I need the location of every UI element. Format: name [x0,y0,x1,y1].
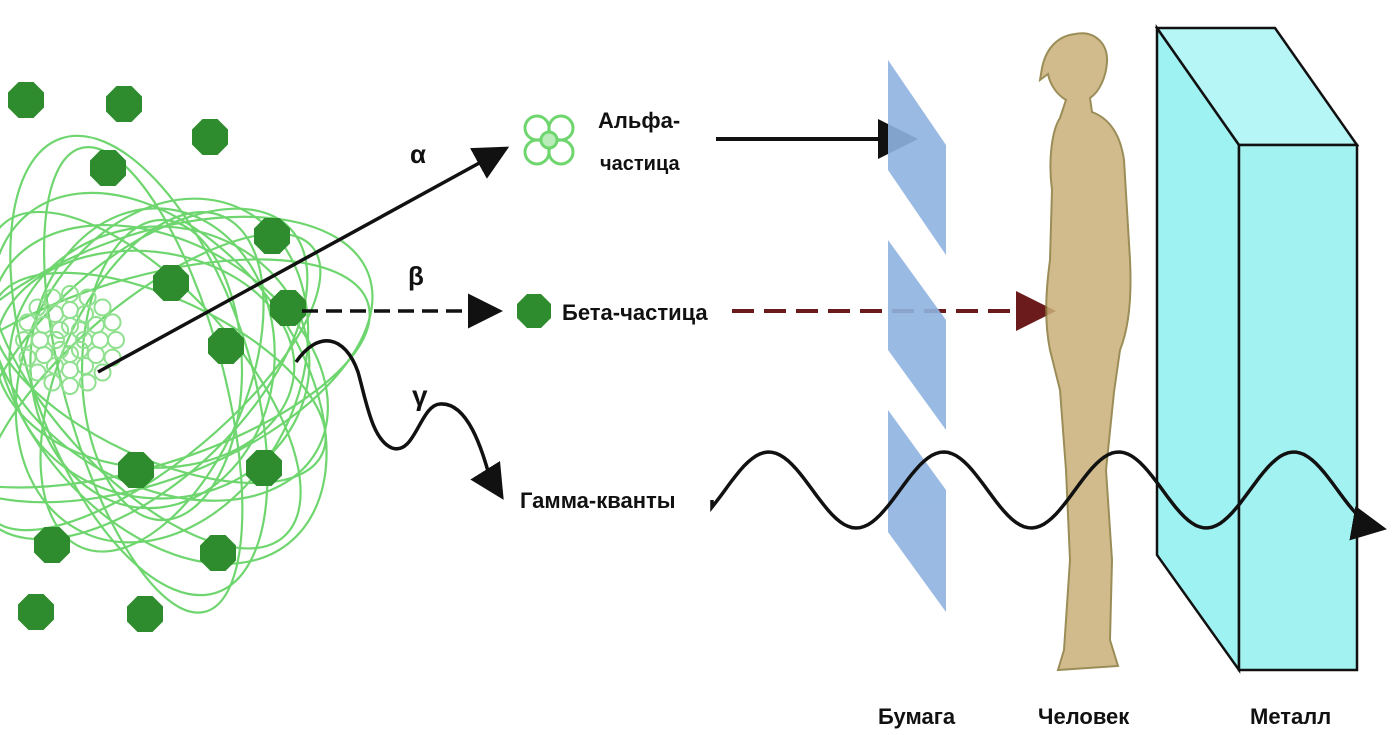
nucleus-particle [127,596,163,632]
alpha-particle-label-line1: Альфа- [598,108,680,133]
gamma-symbol: γ [412,380,428,411]
nucleon [32,332,48,348]
nucleus-particle [200,535,236,571]
nucleon [62,318,78,334]
nucleus-particle [192,119,228,155]
alpha-particle-label-line2: частица [600,153,680,175]
gamma-label: Гамма-кванты [520,488,676,513]
metal-block [1157,28,1357,670]
nucleon [108,332,124,348]
nucleus-core [16,286,124,394]
nucleon [62,286,78,302]
nucleus-particle [90,150,126,186]
nucleus-particle [153,265,189,301]
human-label: Человек [1038,704,1130,729]
nucleon [62,362,78,378]
nucleus-particle [8,82,44,118]
nucleon [62,378,78,394]
nucleon [95,299,111,315]
nucleon [72,342,88,358]
nucleus-particle [208,328,244,364]
nucleus-particle [18,594,54,630]
nucleon [104,314,120,330]
nucleus-particle [246,450,282,486]
nucleon [36,347,52,363]
beta-particle-icon [517,294,551,328]
alpha-symbol: α [410,139,426,169]
metal-block-front [1239,145,1357,670]
nucleus-particle [34,527,70,563]
nucleus-particle [118,452,154,488]
nucleon [62,302,78,318]
nucleon [77,358,93,374]
alpha-particle-icon [525,116,573,164]
metal-label: Металл [1250,704,1331,729]
nucleus-particle [270,290,306,326]
beta-particle-label: Бета-частица [562,300,708,325]
nucleus-particle [254,218,290,254]
human-figure [1040,33,1131,670]
nucleus-particle [106,86,142,122]
nucleon [29,365,45,381]
paper-sheet [888,60,946,612]
paper-label: Бумага [878,704,956,729]
nucleon [48,332,64,348]
beta-symbol: β [408,261,424,291]
nucleon [92,332,108,348]
nucleon [52,322,68,338]
